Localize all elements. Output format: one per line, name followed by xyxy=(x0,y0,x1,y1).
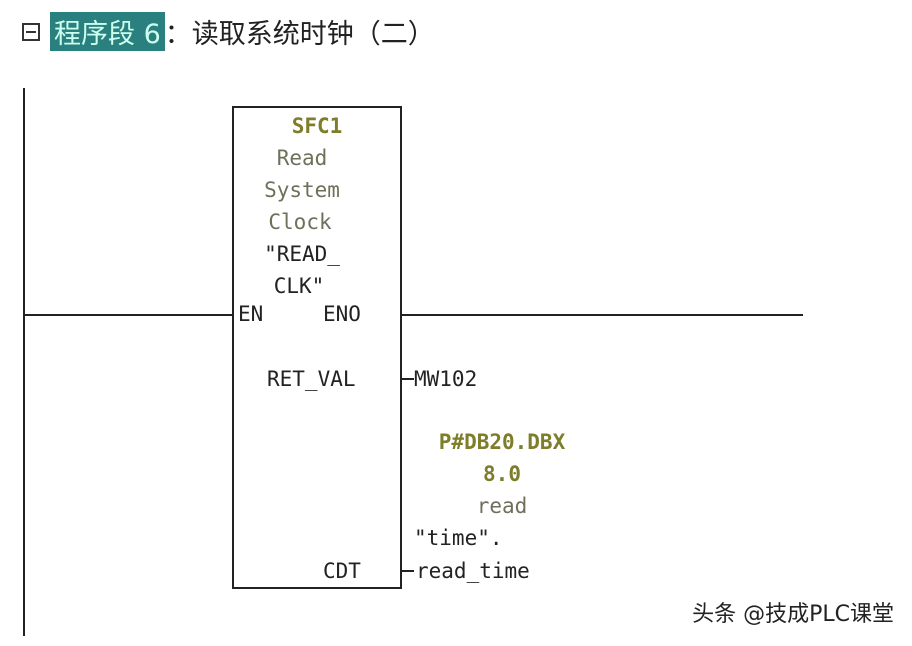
en-pin: EN xyxy=(238,302,264,326)
network-header: 程序段 6 ：读取系统时钟（二） xyxy=(22,12,435,51)
block-desc-5: CLK" xyxy=(273,274,325,298)
cdt-pin: CDT xyxy=(323,559,361,583)
network-title: ：读取系统时钟（二） xyxy=(164,19,435,50)
rung-line-out xyxy=(400,314,803,316)
rung-line-in xyxy=(24,314,232,316)
sfc1-block[interactable] xyxy=(232,106,402,589)
cdt-address-1: P#DB20.DBX xyxy=(438,430,566,454)
block-name: SFC1 xyxy=(291,114,343,138)
cdt-address-2: 8.0 xyxy=(483,462,521,486)
ret-val-pin: RET_VAL xyxy=(267,367,356,391)
cdt-wire xyxy=(400,570,414,572)
cdt-symbol-2: "time". xyxy=(414,526,503,550)
ret-val-wire xyxy=(400,378,414,380)
cdt-symbol-1: read xyxy=(476,494,528,518)
collapse-icon[interactable] xyxy=(22,22,40,41)
block-desc-3: Clock xyxy=(268,210,332,234)
ret-val-operand[interactable]: MW102 xyxy=(414,367,478,391)
block-desc-4: "READ_ xyxy=(264,242,340,266)
network-number[interactable]: 程序段 6 xyxy=(50,12,165,51)
power-rail xyxy=(23,88,25,636)
cdt-operand[interactable]: read_time xyxy=(416,559,530,583)
block-desc-1: Read xyxy=(276,146,328,170)
watermark: 头条 @技成PLC课堂 xyxy=(692,602,894,627)
block-desc-2: System xyxy=(264,178,340,202)
eno-pin: ENO xyxy=(323,302,361,326)
